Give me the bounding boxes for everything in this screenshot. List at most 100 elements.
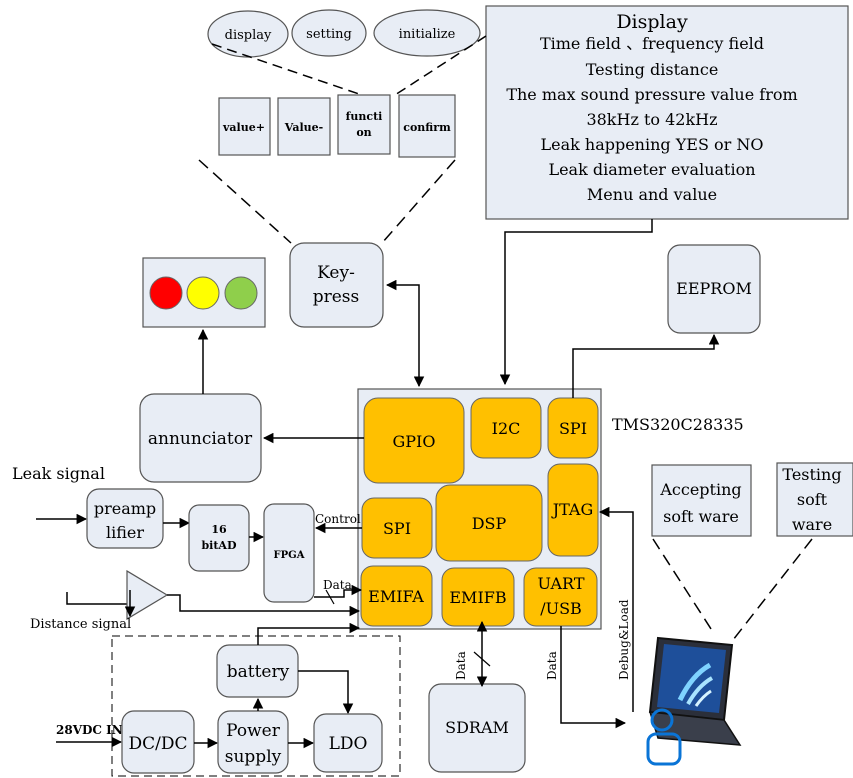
mode-initialize — [373, 9, 481, 57]
fpga-box — [263, 503, 315, 603]
green-light — [224, 276, 258, 310]
dashed-connector — [732, 538, 813, 641]
key-value-minus — [277, 97, 331, 156]
display-line: Time field 、frequency field — [540, 34, 764, 53]
eeprom-box — [667, 244, 761, 334]
display-line: Testing distance — [586, 60, 719, 79]
debug-load-line — [598, 506, 634, 712]
supply-label-1: Power — [226, 721, 281, 741]
emifb-label: EMIFB — [449, 588, 506, 607]
power-supply-box — [217, 710, 289, 774]
spi-eeprom-line — [572, 333, 720, 398]
testing-label-3: ware — [792, 515, 832, 534]
chip-blocks: GPIO I2C SPI SPI DSP JTAG EMIFA EMIFB UA… — [360, 397, 599, 627]
vin-label: 28VDC IN — [56, 723, 123, 737]
ldo-label: LDO — [329, 734, 368, 754]
dashed-connector — [198, 159, 292, 244]
supply-label-2: supply — [225, 747, 282, 767]
annunciator-box — [139, 393, 262, 483]
laptop-icon — [646, 636, 742, 766]
testing-label-2: soft — [797, 490, 828, 509]
gpio-label: GPIO — [393, 432, 436, 451]
bus-slash — [325, 589, 335, 605]
uart-label-1: UART — [538, 574, 585, 593]
display-panel-box — [485, 5, 849, 220]
dashed-connector — [394, 35, 487, 96]
ldo-box — [313, 713, 383, 773]
control-label: Control — [315, 512, 361, 526]
dashed-connector — [652, 538, 714, 633]
eeprom-label: EEPROM — [676, 279, 752, 298]
mode-setting-label: setting — [306, 27, 352, 42]
keypress-label-2: press — [313, 287, 360, 307]
power-section-border — [111, 635, 401, 777]
display-line: Menu and value — [587, 185, 717, 204]
display-panel: Display Time field 、frequency field Test… — [485, 5, 849, 220]
key-function — [337, 94, 391, 155]
display-line: The max sound pressure value from — [506, 85, 797, 104]
keypress-label-1: Key- — [317, 263, 355, 283]
spi-top-label: SPI — [559, 419, 587, 438]
battery-chip-line — [257, 622, 361, 645]
mode-ellipses: display setting initialize — [207, 9, 481, 58]
yellow-light — [186, 276, 220, 310]
emifa-block — [360, 565, 433, 627]
preamp-label-1: preamp — [94, 499, 156, 518]
display-line: 38kHz to 42kHz — [586, 110, 717, 129]
uart-laptop-line — [560, 626, 627, 729]
amp-emifa-line — [167, 594, 361, 617]
debug-load-label: Debug&Load — [617, 599, 631, 680]
dcdc-box — [121, 710, 195, 774]
emifa-label: EMIFA — [368, 587, 424, 606]
key-function-label-1: functi — [346, 110, 383, 123]
spi-left-label: SPI — [383, 519, 411, 538]
accepting-label-2: soft ware — [663, 507, 739, 526]
distance-signal-label: Distance signal — [30, 617, 131, 632]
distance-signal-line — [66, 592, 127, 605]
battery-label: battery — [227, 662, 290, 682]
uart-label-2: /USB — [540, 599, 582, 618]
keypress-box — [289, 242, 384, 328]
key-function-label-2: on — [356, 126, 371, 139]
chip-name: TMS320C28335 — [612, 415, 744, 434]
ad-label-2: bitAD — [201, 539, 236, 552]
display-line: Leak diameter evaluation — [548, 160, 755, 179]
mode-display-label: display — [225, 28, 272, 43]
jtag-block — [547, 463, 599, 557]
amplifier-triangle — [126, 569, 169, 621]
key-value-plus — [218, 97, 271, 156]
mode-initialize-label: initialize — [399, 27, 456, 42]
key-buttons: value+ Value- functi on confirm — [218, 94, 456, 158]
key-value-plus-label: value+ — [222, 121, 265, 134]
ad-converter-box — [188, 504, 250, 572]
battery-ldo-line — [298, 670, 354, 715]
dashed-connector — [381, 159, 456, 244]
dsp-core-block — [435, 484, 543, 562]
testing-label-1: Testing — [782, 465, 841, 484]
key-value-minus-label: Value- — [284, 121, 323, 134]
display-line: Leak happening YES or NO — [540, 135, 763, 154]
key-confirm — [398, 94, 456, 158]
jtag-label: JTAG — [551, 500, 594, 519]
data-sdram-label: Data — [454, 651, 468, 680]
mode-setting — [291, 9, 367, 57]
accepting-software-box — [651, 464, 752, 537]
key-confirm-label: confirm — [403, 121, 451, 134]
fpga-emifa-data-line — [314, 584, 363, 598]
testing-software-box — [776, 462, 853, 537]
keypress-chip-line — [385, 279, 425, 388]
i2c-label: I2C — [492, 419, 521, 438]
preamp-label-2: lifier — [106, 523, 144, 542]
dcdc-label: DC/DC — [128, 734, 187, 754]
ad-label-1: 16 — [211, 523, 227, 536]
sdram-label: SDRAM — [445, 718, 509, 737]
display-i2c-line — [499, 219, 653, 386]
accepting-label-1: Accepting — [659, 480, 741, 499]
gpio-block — [363, 397, 465, 484]
i2c-block — [470, 397, 542, 459]
fpga-label: FPGA — [274, 550, 305, 561]
leak-signal-label: Leak signal — [12, 464, 105, 483]
preamplifier-box — [86, 488, 164, 549]
dashed-connector — [211, 43, 363, 96]
